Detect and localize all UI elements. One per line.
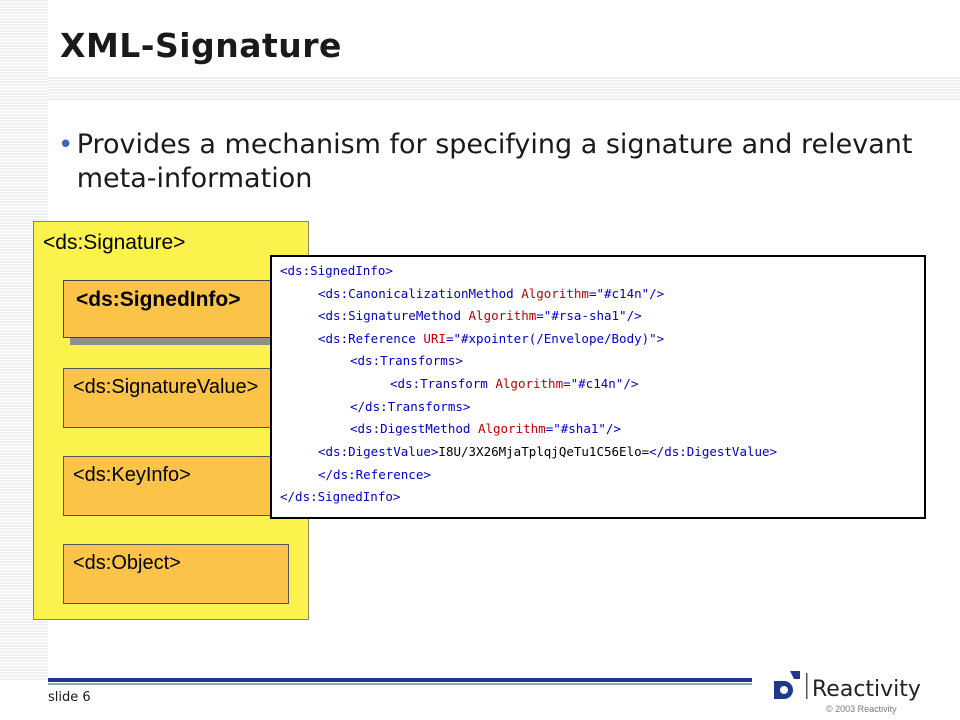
code-line: <ds:Reference URI="#xpointer(/Envelope/B… [318, 331, 665, 346]
code-line: </ds:Reference> [318, 467, 431, 482]
code-line: <ds:DigestMethod Algorithm="#sha1"/> [350, 421, 621, 436]
title-decorative-rule [48, 76, 960, 100]
code-line: </ds:SignedInfo> [280, 489, 401, 504]
object-element-box: <ds:Object> [63, 544, 289, 604]
copyright-notice: © 2003 Reactivity [826, 704, 897, 714]
footer-bar-shadow [48, 683, 752, 685]
reactivity-logo: Reactivity [774, 671, 920, 702]
bullet-text: Provides a mechanism for specifying a si… [76, 129, 913, 194]
code-line: <ds:SignatureMethod Algorithm="#rsa-sha1… [318, 308, 642, 323]
bullet-item: • Provides a mechanism for specifying a … [58, 128, 918, 196]
logo-text: Reactivity [812, 677, 920, 702]
signature-value-element-box: <ds:SignatureValue> [63, 368, 289, 428]
bullet-dot-icon: • [58, 130, 74, 160]
code-line: <ds:Transform Algorithm="#c14n"/> [390, 376, 639, 391]
footer-bar [48, 678, 752, 682]
slide-number: slide 6 [48, 690, 91, 705]
key-info-element-box: <ds:KeyInfo> [63, 456, 289, 516]
code-line: <ds:SignedInfo> [280, 263, 393, 278]
slide-title: XML-Signature [60, 26, 342, 65]
code-line: <ds:CanonicalizationMethod Algorithm="#c… [318, 286, 665, 301]
signed-info-code-box: <ds:SignedInfo> <ds:CanonicalizationMeth… [270, 255, 926, 519]
signature-element-label: <ds:Signature> [43, 231, 186, 254]
code-line: </ds:Transforms> [350, 399, 471, 414]
signed-info-element-box: <ds:SignedInfo> [63, 280, 289, 338]
code-line: <ds:DigestValue>I8U/3X26MjaTplqjQeTu1C56… [318, 444, 778, 459]
code-line: <ds:Transforms> [350, 353, 463, 368]
